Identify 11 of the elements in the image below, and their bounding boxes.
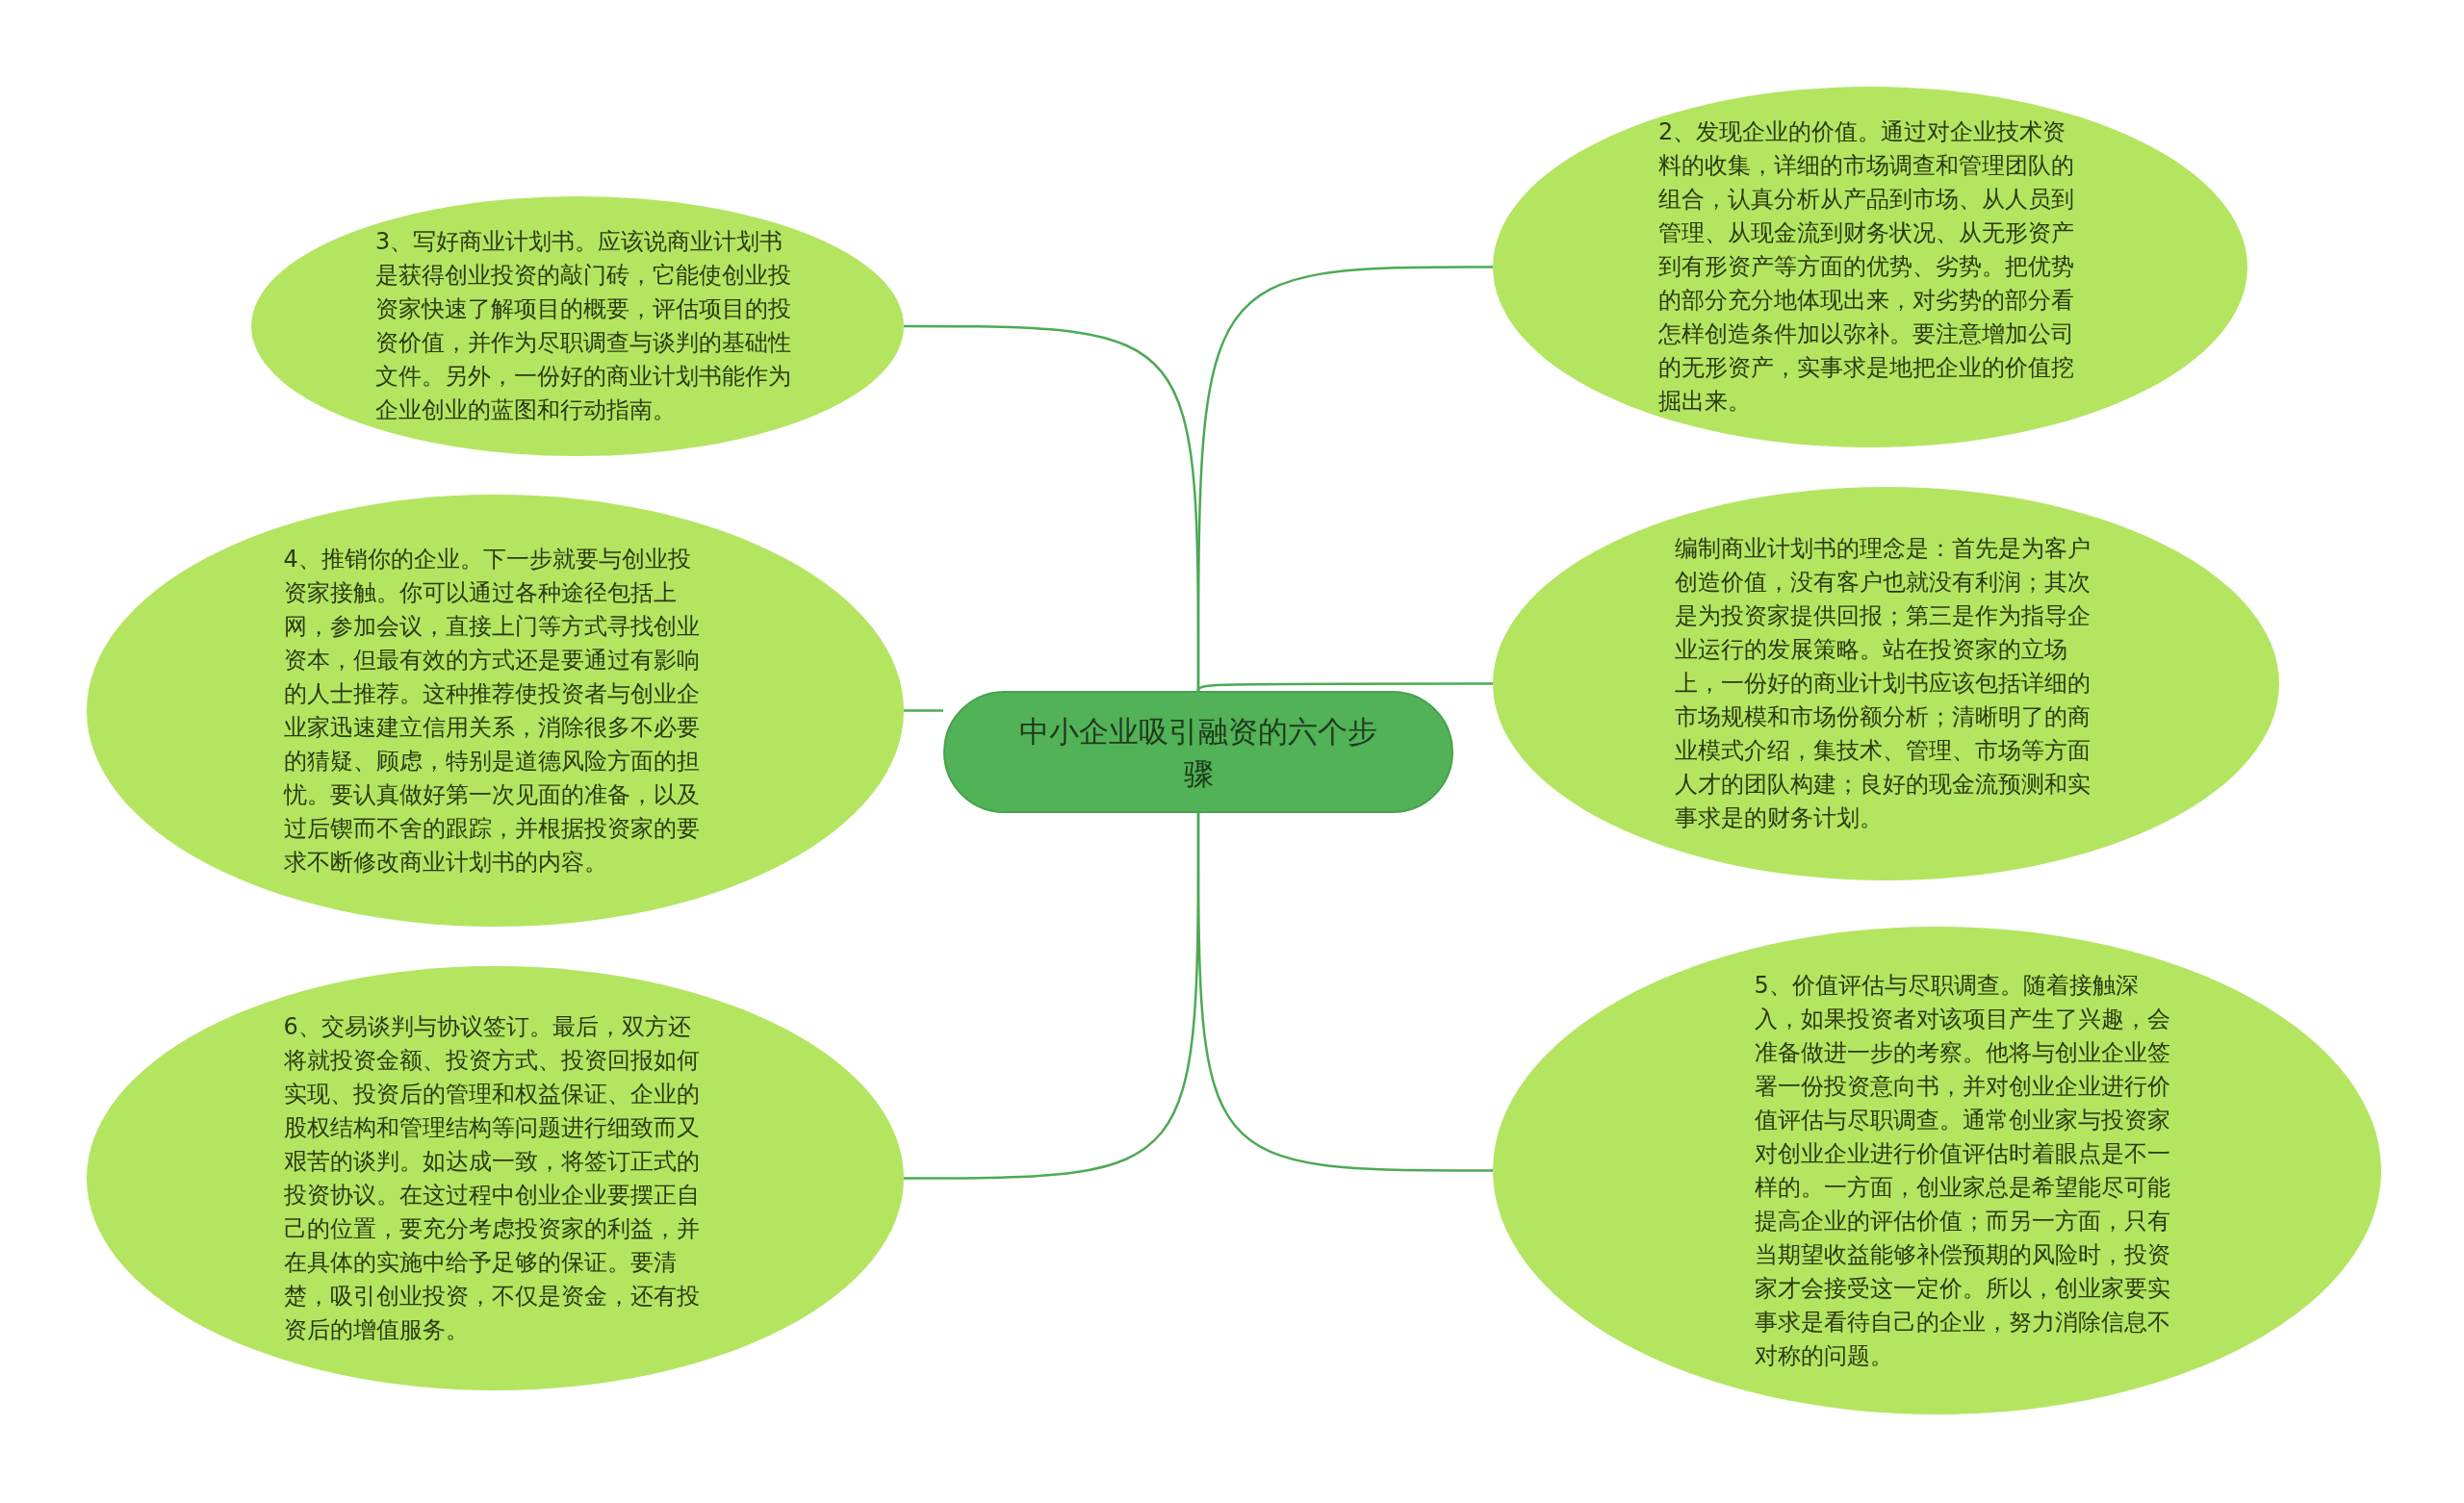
topic-text: 编制商业计划书的理念是：首先是为客户创造价值，没有客户也就没有利润；其次是为投资家提供回报；第三是作为指导企业运行的发展策略。站在投资家的立场上，一份好的商业计划书应该包括详细的市场规模和市场份额分析；清晰明了的商业模式介绍，集技术、管理、市场等方面人才的团队构建；良好的现金流预测和实事求是的财务计划。 [1674,534,2092,833]
topic-title: 中小企业吸引融资的六个步骤 [1018,712,1378,793]
connector [904,324,1200,691]
topic-text: 5、价值评估与尽职调查。随着接触深入，如果投资者对该项目产生了兴趣，会准备做进一步的考察。他将与创业企业签署一份投资意向书，并对创业企业进行价值评估与尽职调查。通常创业家与投资家对创业企业进行价值评估时着眼点是不一样的。一方面，创业家总是希望能尽可能提高企业的评估价值；而另一方面，只有当期望收益能够补偿预期的风险时，投资家才会接受这一定价。所以，创业家要实事求是看待自己的企业，努力消除信息不对称的问题。 [1754,970,2171,1371]
topic-text: 4、推销你的企业。下一步就要与创业投资家接触。你可以通过各种途径包括上网，参加会议，直接上门等方式寻找创业资本，但最有效的方式还是要通过有影响的人士推荐。这种推荐使投资者与创业企业家迅速建立信用关系，消除很多不必要的猜疑、顾虑，特别是道德风险方面的担忧。要认真做好第一次见面的准备，以及过后锲而不舍的跟踪，并根据投资家的要求不断修改商业计划书的内容。 [283,544,701,878]
topic-text: 6、交易谈判与协议签订。最后，双方还将就投资金额、投资方式、投资回报如何实现、投资后的管理和权益保证、企业的股权结构和管理结构等问题进行细致而又艰苦的谈判。如达成一致，将签订正式的投资协议。在这过程中创业企业要摆正自己的位置，要充分考虑投资家的利益，并在具体的实施中给予足够的保证。要清楚，吸引创业投资，不仅是资金，还有投资后的增值服务。 [283,1011,701,1345]
connector [904,709,943,712]
topic-text: 3、写好商业计划书。应该说商业计划书是获得创业投资的敲门砖，它能使创业投资家快速了解项目的概要，评估项目的投资价值，并作为尽职调查与谈判的基础性文件。另外，一份好的商业计划书能作为企业创业的蓝图和行动指南。 [375,227,792,425]
connector [1196,682,1493,692]
connector [904,813,1200,1180]
topic-text: 2、发现企业的价值。通过对企业技术资料的收集，详细的市场调查和管理团队的组合，认真分析从产品到市场、从人员到管理、从现金流到财务状况、从无形资产到有形资产等方面的优势、劣势。把优势的部分充分地体现出来，对劣势的部分看怎样创造条件加以弥补。要注意增加公司的无形资产，实事求是地把企业的价值挖掘出来。 [1658,117,2075,417]
